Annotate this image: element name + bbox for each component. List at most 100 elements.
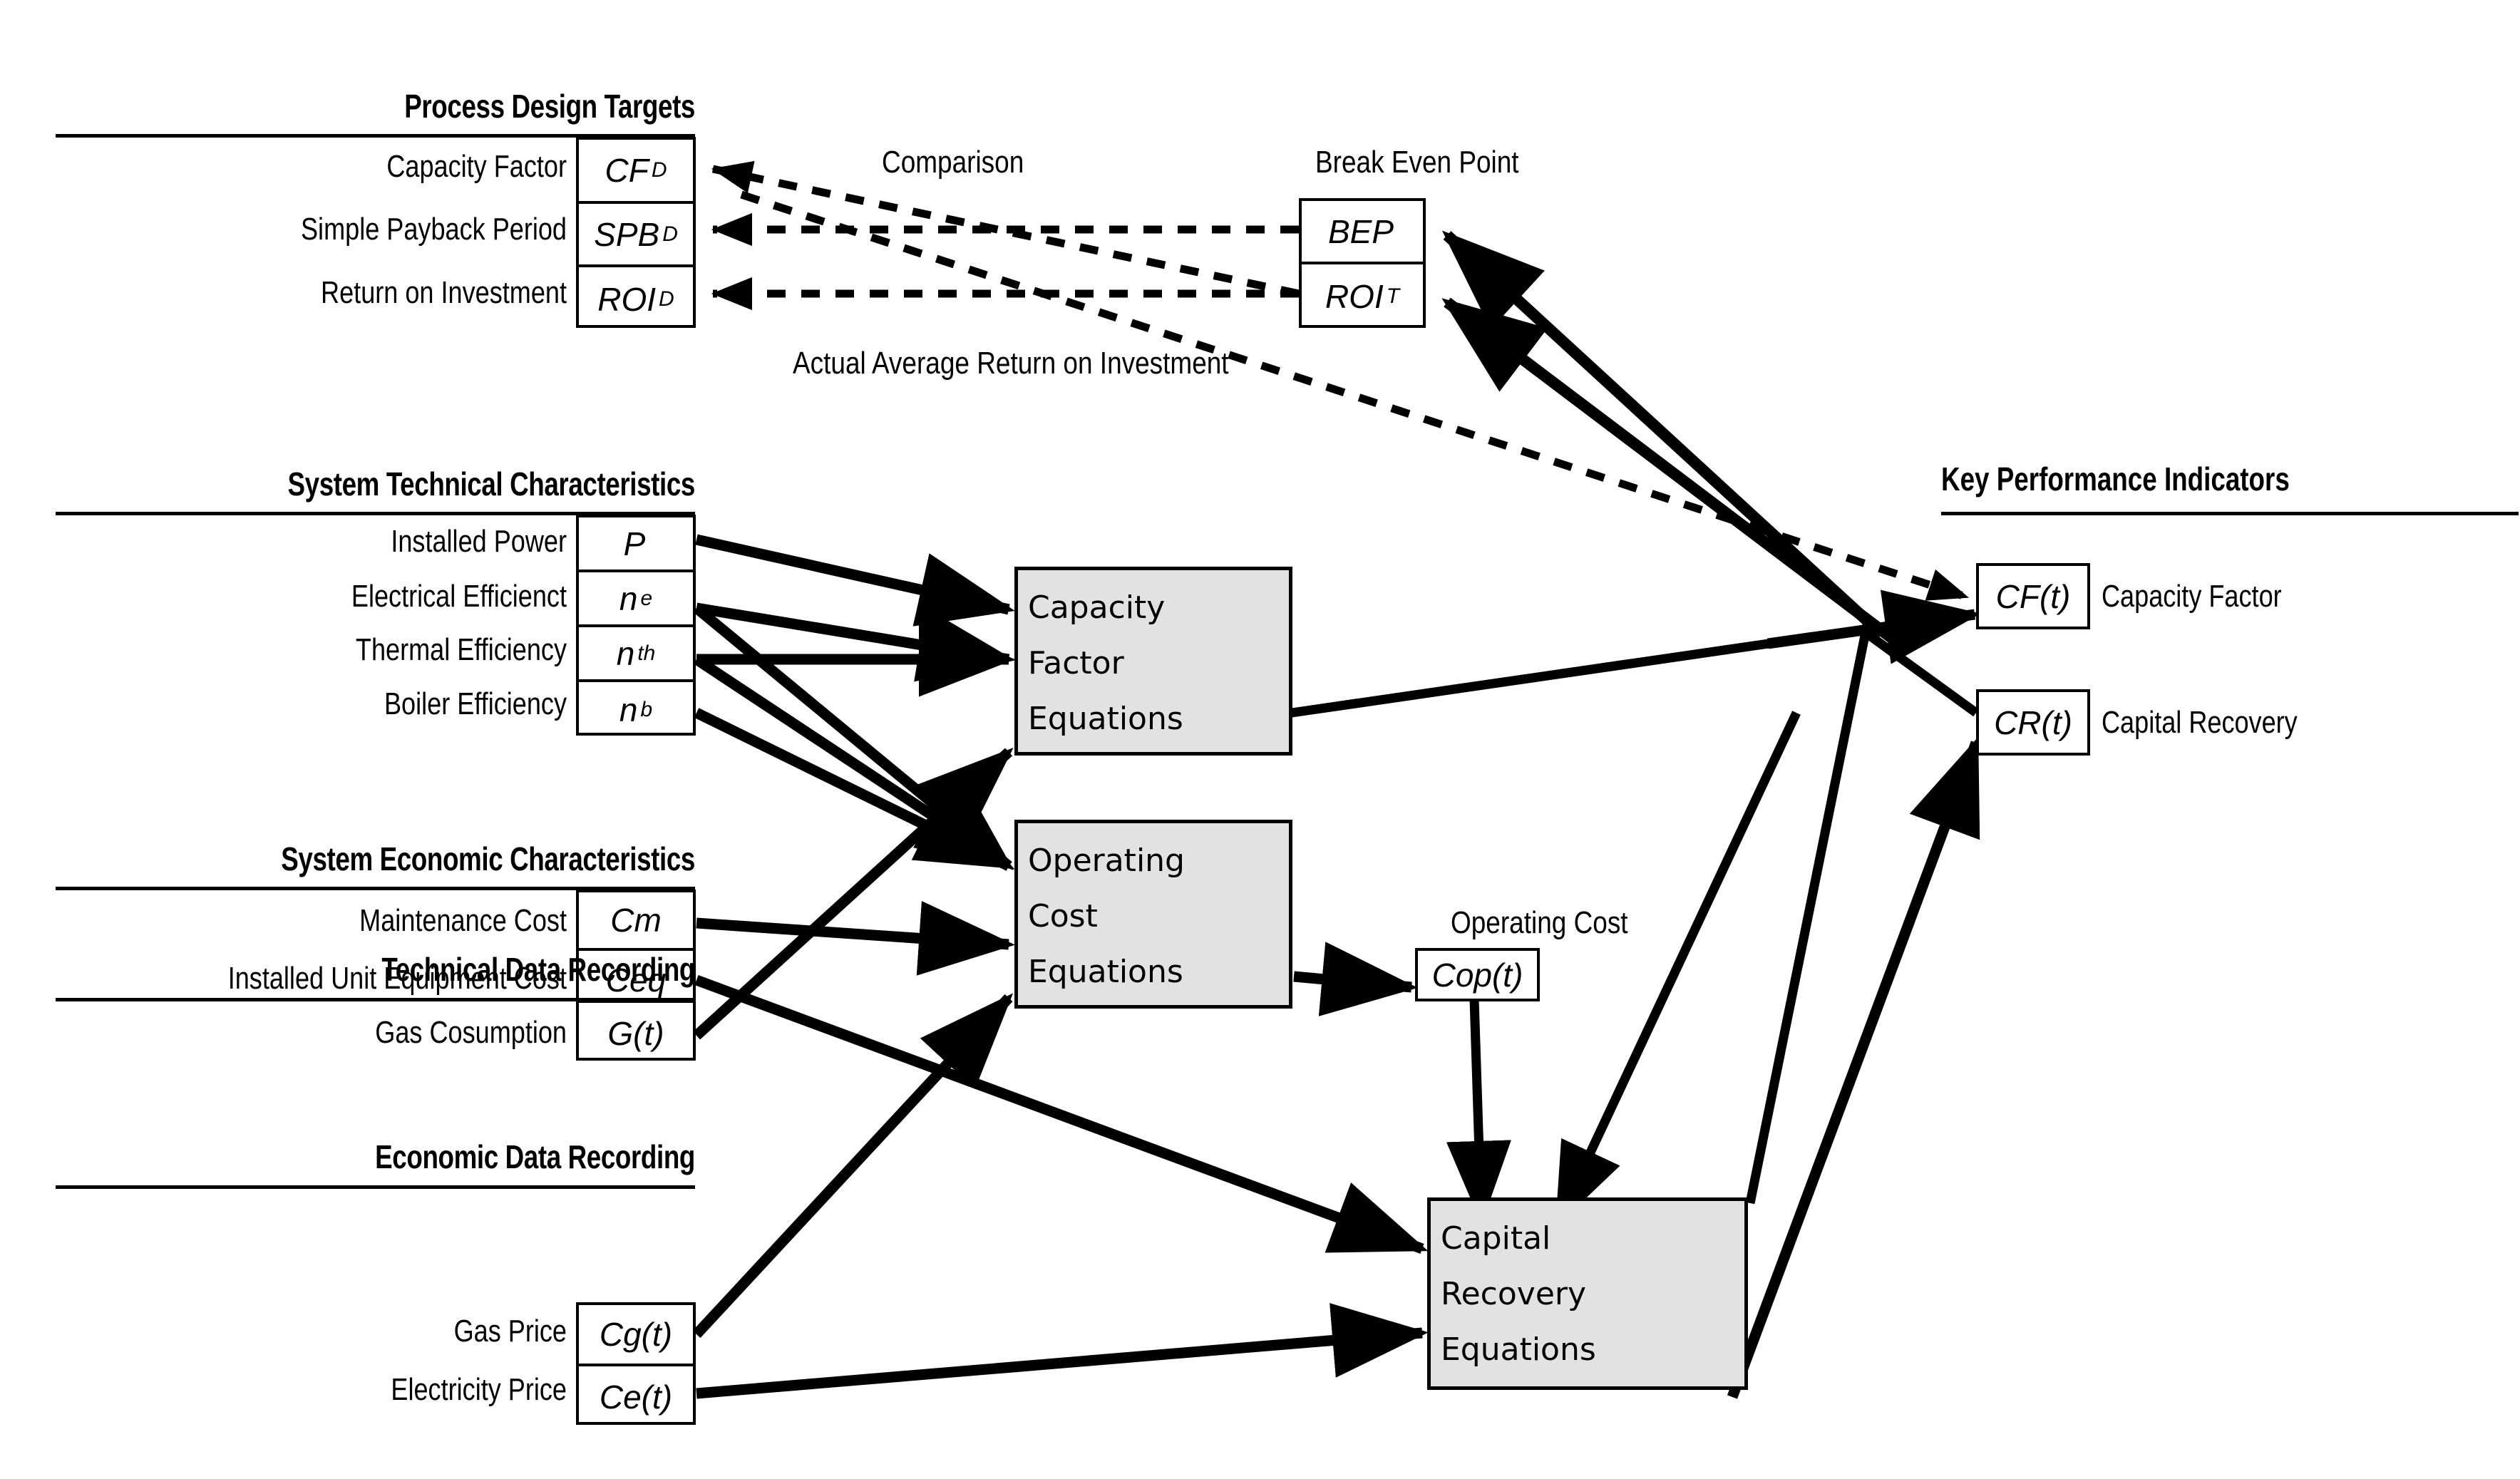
operating-cost-equations-to-cop — [1293, 942, 1418, 1016]
process-block-capacity-factor-equations[interactable]: Capacity Factor Equations — [1014, 567, 1292, 756]
symbol-cell-installed-power[interactable]: P — [579, 517, 693, 572]
symbol-roi-t-base: ROI — [1325, 277, 1384, 315]
row-label-return-on-investment-target: Return on Investment — [321, 275, 567, 310]
symbol-cell-gas-price[interactable]: Cg(t) — [579, 1305, 693, 1366]
process-line-capacity-1: Capacity — [1028, 589, 1166, 626]
annotation-actual-average-return-on-investment: Actual Average Return on Investment — [793, 346, 1229, 381]
symbol-column-system-economic-characteristics: Cm Ceq — [576, 890, 696, 1006]
symbol-nth-base: n — [616, 634, 635, 672]
node-to-capital-recovery-kpi — [1859, 626, 1979, 717]
group-title-system-technical-characteristics: System Technical Characteristics — [287, 465, 695, 503]
row-label-boiler-efficiency: Boiler Efficiency — [384, 686, 567, 721]
process-line-capacity-3: Equations — [1028, 701, 1183, 737]
symbol-ceq: Ceq — [605, 962, 667, 999]
symbol-box-capacity-factor-kpi[interactable]: CF(t) — [1976, 563, 2090, 629]
symbol-spb-d-base: SPB — [594, 215, 660, 253]
group-title-break-even-point: Break Even Point — [1315, 145, 1519, 180]
arrow-to-capital-recovery-kpi — [1727, 736, 1982, 1399]
symbol-spb-d-sub: D — [662, 222, 678, 246]
row-label-installed-unit-equipment-cost: Installed Unit Equipment Cost — [227, 961, 567, 996]
comparison-dotted-arrows — [711, 160, 1300, 311]
inputs-to-operating-cost-equations — [692, 604, 1015, 1339]
process-line-operating-2: Cost — [1028, 898, 1098, 934]
row-label-simple-payback-period-target: Simple Payback Period — [300, 212, 567, 247]
operating-cost-to-capital-recovery — [1446, 999, 1511, 1225]
kpi-label-capacity-factor: Capacity Factor — [2102, 579, 2282, 614]
capital-recovery-equations-output — [1745, 620, 1873, 1205]
symbol-nth-sub: th — [637, 641, 656, 665]
symbol-cft: CF(t) — [1995, 577, 2071, 615]
process-line-capital-3: Equations — [1441, 1331, 1596, 1368]
symbol-cell-maintenance-cost[interactable]: Cm — [579, 892, 693, 951]
row-label-thermal-efficiency: Thermal Efficiency — [355, 632, 567, 667]
group-rule-system-economic-characteristics — [56, 887, 695, 890]
symbol-cf-d-sub: D — [651, 158, 667, 182]
symbol-bep-base: BEP — [1327, 212, 1394, 250]
process-line-capacity-2: Factor — [1028, 645, 1124, 681]
symbol-cell-gas-consumption[interactable]: G(t) — [579, 1003, 693, 1063]
symbol-cgt: Cg(t) — [599, 1316, 673, 1353]
caption-operating-cost: Operating Cost — [1451, 905, 1628, 940]
group-title-system-economic-characteristics: System Economic Characteristics — [281, 840, 695, 877]
symbol-box-operating-cost-cop[interactable]: Cop(t) — [1415, 948, 1540, 1001]
symbol-cf-d-base: CF — [605, 152, 649, 189]
symbol-cell-installed-unit-equipment-cost[interactable]: Ceq — [579, 951, 693, 1009]
capacity-factor-equations-output — [1291, 625, 1863, 718]
symbol-nb-sub: b — [640, 697, 653, 721]
group-title-technical-data-recording: Technical Data Recording — [381, 951, 695, 988]
inputs-to-capital-recovery-equations — [694, 974, 1429, 1399]
row-label-capacity-factor-target: Capacity Factor — [386, 149, 567, 184]
symbol-roi-t-sub: T — [1386, 284, 1400, 308]
symbol-copt: Cop(t) — [1431, 956, 1523, 994]
symbol-nb-base: n — [619, 691, 638, 728]
symbol-ne-sub: e — [640, 586, 653, 610]
process-line-capital-2: Recovery — [1441, 1276, 1587, 1312]
group-rule-system-technical-characteristics — [56, 512, 695, 515]
row-label-installed-power: Installed Power — [391, 524, 567, 559]
process-line-capital-1: Capital — [1441, 1220, 1551, 1257]
node-down-into-capital-recovery-equations — [1553, 711, 1801, 1228]
symbol-box-capital-recovery-kpi[interactable]: CR(t) — [1976, 689, 2090, 756]
symbol-p-base: P — [623, 525, 646, 562]
process-line-operating-1: Operating — [1028, 842, 1185, 879]
group-rule-technical-data-recording — [56, 998, 695, 1001]
symbol-cm: Cm — [610, 902, 662, 939]
group-rule-process-design-targets — [56, 134, 695, 138]
symbol-crt: CR(t) — [1994, 704, 2072, 741]
symbol-roi-d-sub: D — [659, 287, 674, 311]
symbol-cet: Ce(t) — [599, 1378, 673, 1416]
kpi-label-capital-recovery: Capital Recovery — [2102, 705, 2298, 740]
annotation-comparison: Comparison — [882, 145, 1024, 180]
group-title-key-performance-indicators: Key Performance Indicators — [1941, 460, 2290, 498]
process-block-capital-recovery-equations[interactable]: Capital Recovery Equations — [1427, 1197, 1748, 1390]
symbol-column-technical-data-recording: G(t) — [576, 1000, 696, 1061]
process-block-operating-cost-equations[interactable]: Operating Cost Equations — [1014, 820, 1292, 1009]
row-label-electrical-efficiency: Electrical Efficienct — [351, 579, 567, 614]
group-title-process-design-targets: Process Design Targets — [404, 88, 695, 125]
symbol-cell-bep[interactable]: BEP — [1302, 201, 1423, 264]
symbol-roi-d-base: ROI — [597, 280, 657, 318]
symbol-column-economic-data-recording: Cg(t) Ce(t) — [576, 1302, 696, 1425]
node-to-break-even-point-arrows — [1441, 230, 1900, 646]
symbol-ne-base: n — [619, 579, 638, 617]
symbol-cell-electricity-price[interactable]: Ce(t) — [579, 1366, 693, 1428]
group-rule-economic-data-recording — [56, 1185, 695, 1189]
process-line-operating-3: Equations — [1028, 954, 1183, 990]
row-label-electricity-price: Electricity Price — [391, 1372, 567, 1407]
symbol-gt: G(t) — [607, 1014, 664, 1052]
group-title-economic-data-recording: Economic Data Recording — [375, 1138, 695, 1175]
group-rule-key-performance-indicators — [1941, 512, 2519, 515]
row-label-gas-consumption: Gas Cosumption — [375, 1015, 567, 1050]
